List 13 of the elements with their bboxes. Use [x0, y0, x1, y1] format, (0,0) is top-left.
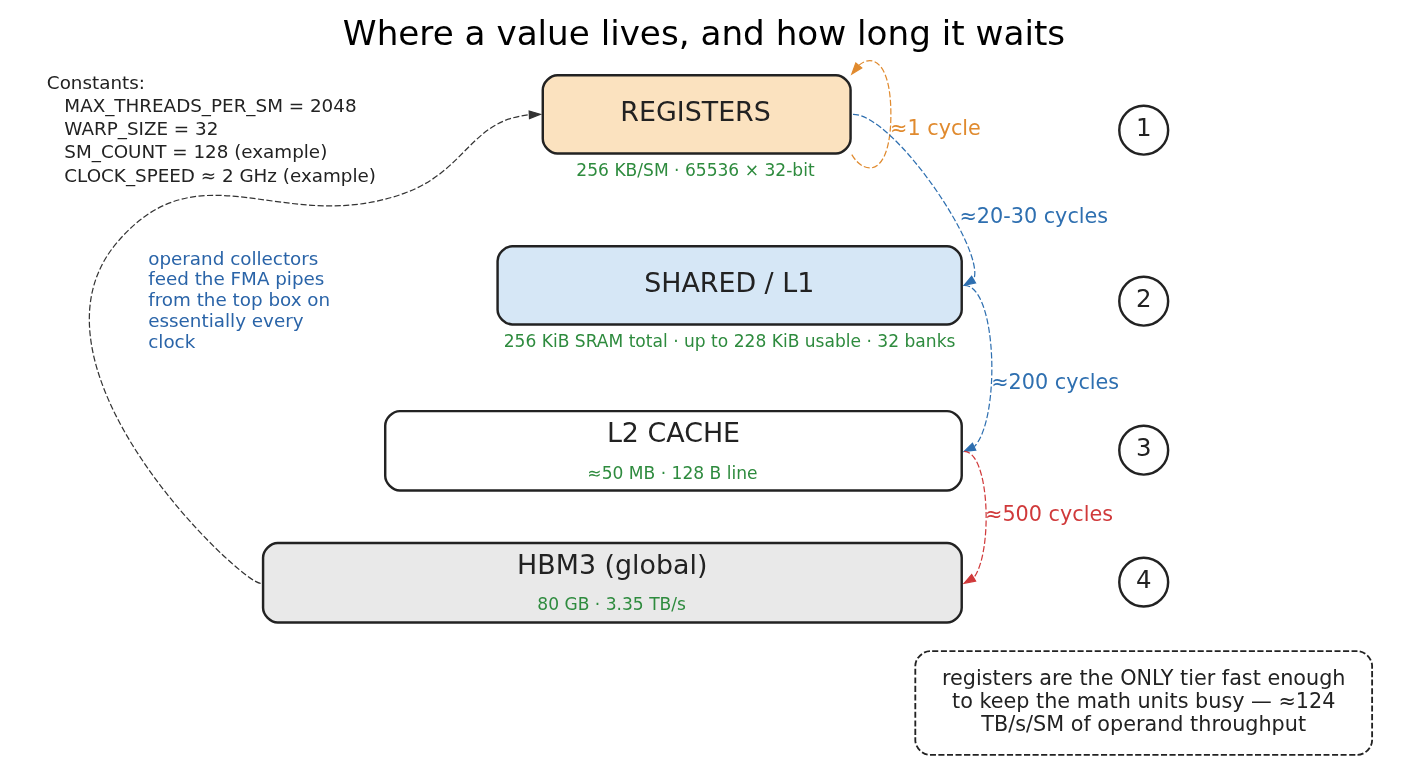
- label: MAX_THREADS_PER_SM = 2048: [64, 94, 357, 116]
- label: WARP_SIZE = 32: [64, 118, 219, 140]
- node-label: 256 KB/SM · 65536 × 32-bit: [576, 159, 815, 180]
- edge-label: ≈500 cycles: [985, 502, 1114, 527]
- edge-label: ≈200 cycles: [991, 370, 1120, 395]
- label: CLOCK_SPEED ≈ 2 GHz (example): [64, 164, 376, 186]
- diagram-title: Where a value lives, and how long it waits: [342, 13, 1066, 54]
- label: operand collectors feed the FMA pipes from the top box on essentially every clock: [148, 247, 331, 352]
- edge-label: ≈20-30 cycles: [959, 204, 1109, 229]
- label: Constants:: [46, 71, 145, 93]
- edge-label: ≈1 cycle: [890, 116, 981, 141]
- node-label: 256 KiB SRAM total · up to 228 KiB usable · 32 banks: [503, 330, 956, 351]
- label: SM_COUNT = 128 (example): [64, 141, 328, 163]
